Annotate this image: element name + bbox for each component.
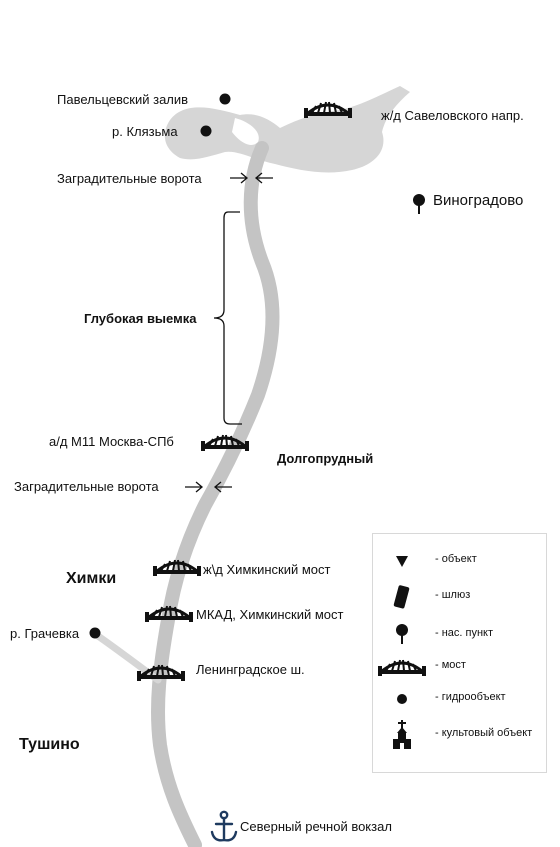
dot-icon <box>397 694 407 704</box>
grachevka-river <box>94 632 162 684</box>
anchor-icon <box>210 810 238 842</box>
legend-row-bridge: - мост <box>373 652 546 682</box>
bridge-icon <box>378 658 426 676</box>
hydro-dot-pavelets <box>219 93 231 105</box>
canal <box>151 141 280 847</box>
reservoir-area <box>164 86 410 173</box>
label-pavelets-bay: Павельцевский залив <box>57 92 189 107</box>
legend-row-hydro: - гидрообъект <box>373 684 546 714</box>
hydro-dot-grachevka <box>89 627 101 639</box>
gate-bottom-arrows <box>185 481 232 493</box>
label-gate-top: Заградительные ворота <box>57 171 202 186</box>
label-mkad: МКАД, Химкинский мост <box>196 607 344 622</box>
label-savelovsky: ж/д Савеловского напр. <box>381 108 524 123</box>
label-gate-bottom: Заградительные ворота <box>14 479 159 494</box>
legend-label: - культовый объект <box>435 727 533 739</box>
label-m11: а/д М11 Москва-СПб <box>49 434 174 449</box>
label-north-terminal: Северный речной вокзал <box>240 819 392 834</box>
legend: - объект - шлюз - нас. пункт - мост - ги… <box>372 533 547 773</box>
legend-label: - объект <box>435 553 477 565</box>
legend-row-church: - культовый объект <box>373 720 546 750</box>
triangle-icon <box>396 556 408 567</box>
church-icon <box>393 720 411 749</box>
lock-icon <box>393 585 410 609</box>
label-grachevka: р. Грачевка <box>10 626 80 641</box>
legend-label: - нас. пункт <box>435 627 494 639</box>
label-leningradskoe: Ленинградское ш. <box>196 662 305 677</box>
legend-row-settlement: - нас. пункт <box>373 620 546 650</box>
settlement-pin-icon <box>396 624 408 644</box>
label-klyazma: р. Клязьма <box>112 124 178 139</box>
label-khimki: Химки <box>66 570 117 587</box>
legend-label: - гидрообъект <box>435 691 506 703</box>
deep-cut-bracket <box>213 211 242 425</box>
legend-row-lock: - шлюз <box>373 582 546 612</box>
label-dolgoprudny: Долгопрудный <box>277 451 374 466</box>
legend-row-object: - объект <box>373 546 546 576</box>
legend-label: - мост <box>435 659 466 671</box>
bridge-savelovsky <box>304 100 352 118</box>
label-khimki-rail: ж\д Химкинский мост <box>203 562 331 577</box>
label-vinogradovo: Виноградово <box>433 192 524 209</box>
settlement-pin-vinogradovo <box>413 194 425 214</box>
reservoir-inlet <box>232 118 259 145</box>
hydro-dot-klyazma <box>200 125 212 137</box>
legend-label: - шлюз <box>435 589 471 601</box>
gate-top-arrows <box>230 172 273 184</box>
label-tushino: Тушино <box>19 736 80 753</box>
label-deep-cut: Глубокая выемка <box>84 311 197 326</box>
